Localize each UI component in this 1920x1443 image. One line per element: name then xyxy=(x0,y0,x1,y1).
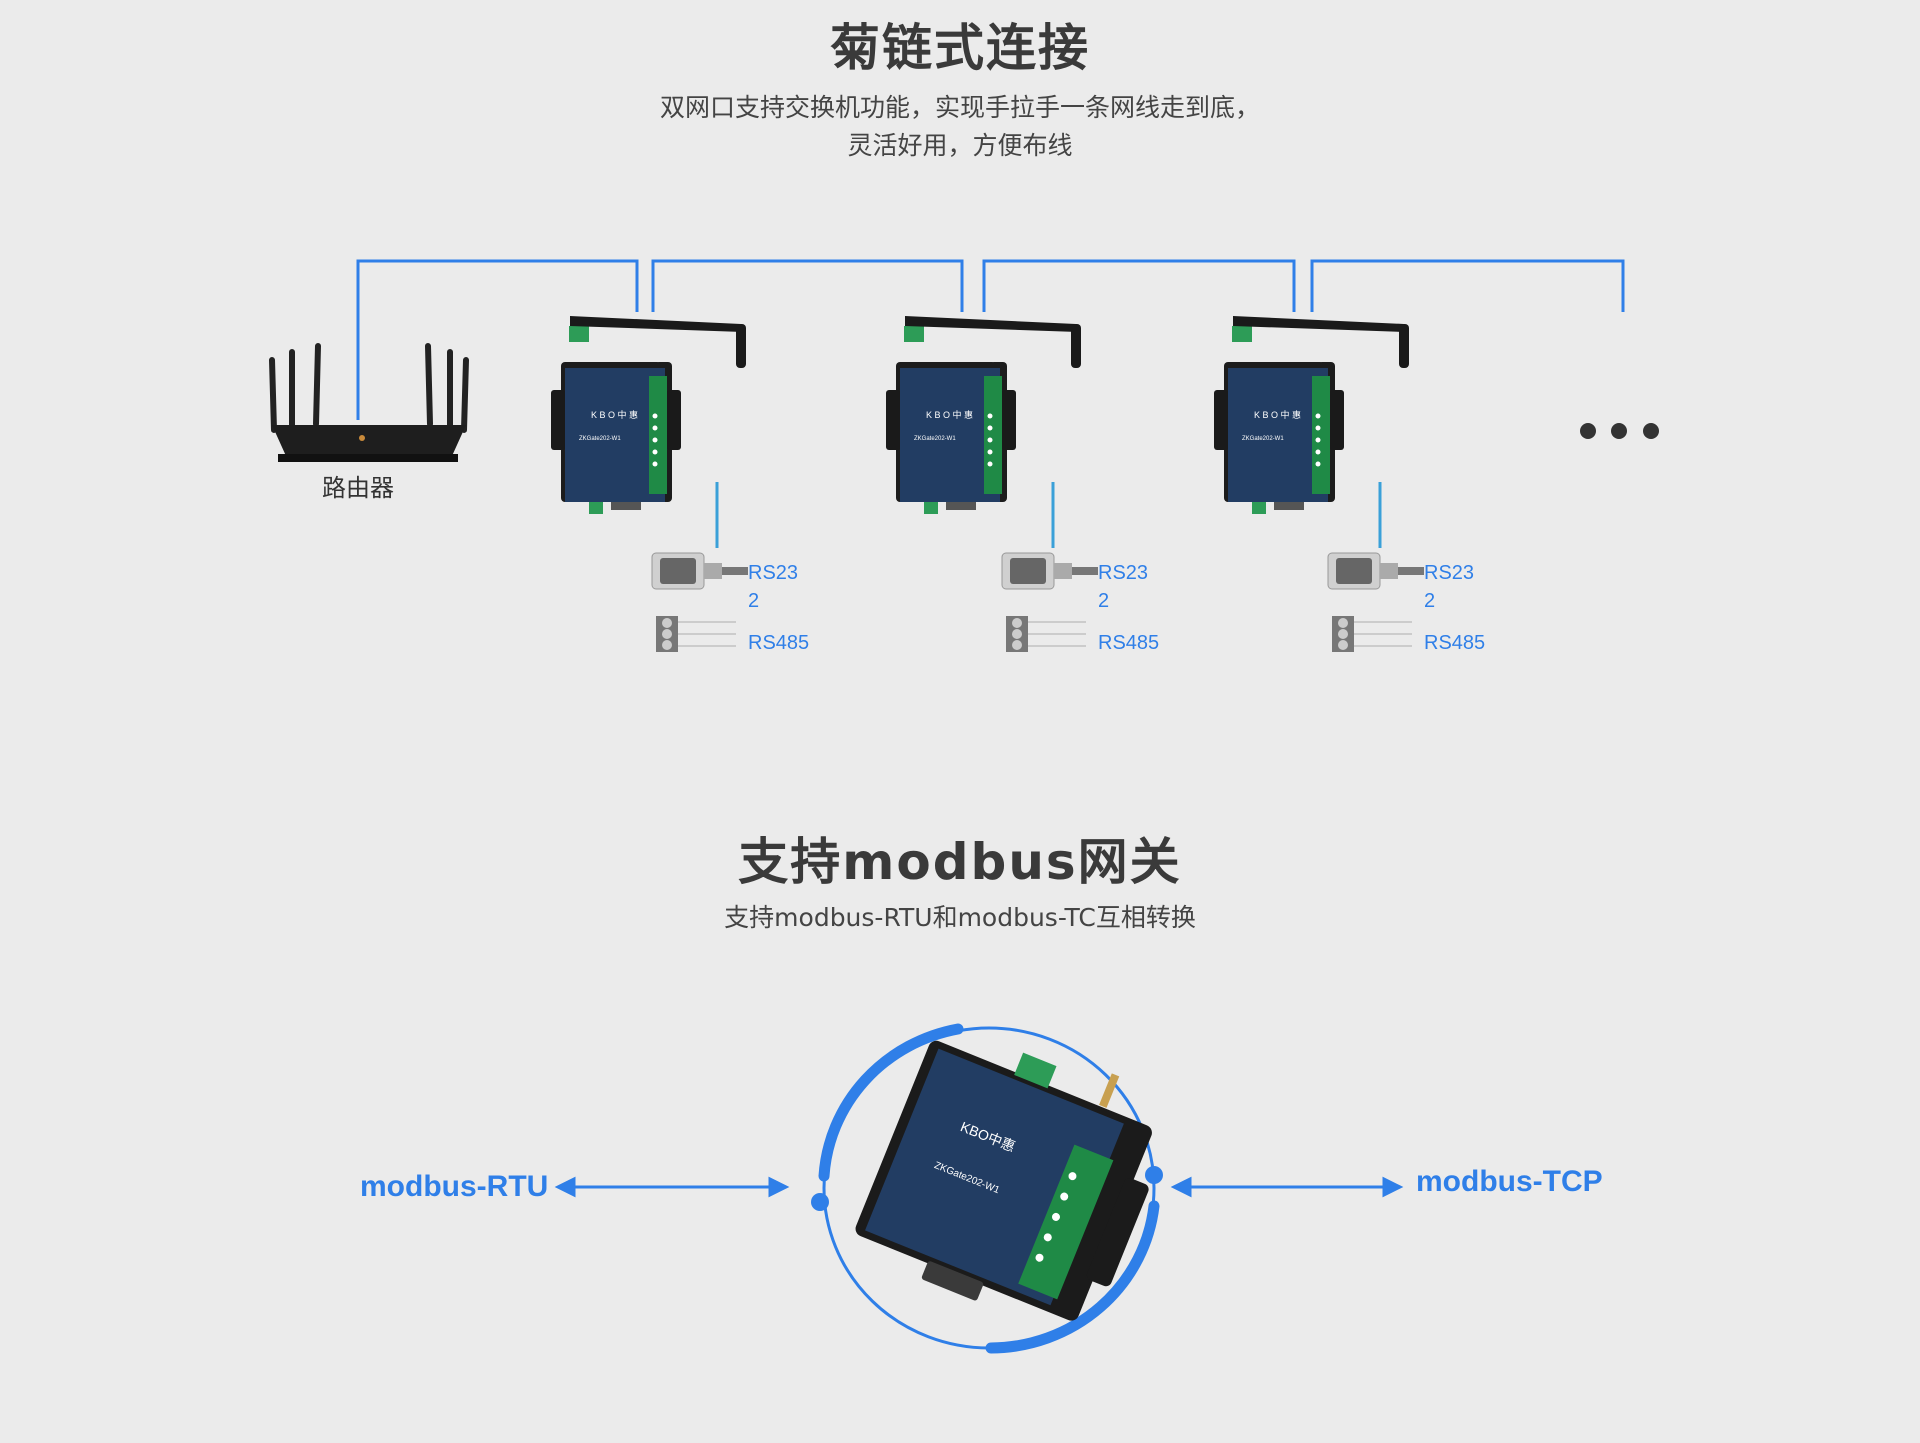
router-icon xyxy=(269,343,469,462)
modbus-rtu-label: modbus-RTU xyxy=(360,1170,549,1203)
terminal-block-3 xyxy=(1332,616,1412,652)
gateway-device-3: K B O 中 惠 ZKGate202-W1 xyxy=(1214,316,1409,514)
more-devices-ellipsis-icon xyxy=(1580,423,1659,439)
cable-gw3-to-next xyxy=(1310,259,1625,312)
subtitle-line-1: 双网口支持交换机功能，实现手拉手一条网线走到底， xyxy=(659,93,1260,122)
gw2-rs232-label-line1: RS23 xyxy=(1098,562,1149,584)
cable-router-to-gw1 xyxy=(356,259,639,420)
gw2-rs232-label-line2: 2 xyxy=(1098,590,1110,612)
large-gateway-device: KBO中惠 ZKGate202-W1 xyxy=(855,1040,1152,1321)
arrow-right xyxy=(1170,1176,1404,1198)
daisy-chain-title: 菊链式连接 xyxy=(830,19,1090,77)
network-cables xyxy=(356,259,1625,548)
svg-text:K B O 中 惠: K B O 中 惠 xyxy=(926,409,973,420)
cable-gw1-to-gw2 xyxy=(651,259,964,312)
gw2-rs485-label: RS485 xyxy=(1098,632,1160,654)
arrow-left xyxy=(554,1176,790,1198)
ring-right-node xyxy=(1145,1166,1163,1184)
svg-text:ZKGate202-W1: ZKGate202-W1 xyxy=(579,436,621,442)
gw1-rs232-label-line2: 2 xyxy=(748,590,760,612)
db9-connector-1 xyxy=(651,552,748,590)
svg-text:ZKGate202-W1: ZKGate202-W1 xyxy=(1242,436,1284,442)
svg-text:K B O 中 惠: K B O 中 惠 xyxy=(591,409,638,420)
router-label: 路由器 xyxy=(322,474,394,502)
gw3-rs232-label-line1: RS23 xyxy=(1424,562,1475,584)
gateway-device-2: K B O 中 惠 ZKGate202-W1 xyxy=(886,316,1081,514)
gateway-device-1: K B O 中 惠 ZKGate202-W1 xyxy=(551,316,746,514)
gw1-rs485-label: RS485 xyxy=(748,632,810,654)
modbus-gateway-title: 支持modbus网关 xyxy=(738,833,1182,891)
modbus-gateway-subtitle: 支持modbus-RTU和modbus-TC互相转换 xyxy=(724,903,1196,932)
db9-connector-3 xyxy=(1327,552,1424,590)
subtitle-line-2: 灵活好用，方便布线 xyxy=(847,131,1073,160)
gw3-rs485-label: RS485 xyxy=(1424,632,1486,654)
gw1-rs232-label-line1: RS23 xyxy=(748,562,799,584)
svg-text:K B O 中 惠: K B O 中 惠 xyxy=(1254,409,1301,420)
ring-left-node xyxy=(811,1193,829,1211)
daisy-chain-subtitle: 双网口支持交换机功能，实现手拉手一条网线走到底， 灵活好用，方便布线 xyxy=(0,89,1920,165)
svg-text:ZKGate202-W1: ZKGate202-W1 xyxy=(914,436,956,442)
gw3-rs232-label-line2: 2 xyxy=(1424,590,1436,612)
terminal-block-1 xyxy=(656,616,736,652)
db9-connector-2 xyxy=(1001,552,1098,590)
cable-gw2-to-gw3 xyxy=(982,259,1296,312)
modbus-conversion-ring xyxy=(811,1023,1163,1354)
modbus-tcp-label: modbus-TCP xyxy=(1416,1165,1603,1198)
terminal-block-2 xyxy=(1006,616,1086,652)
